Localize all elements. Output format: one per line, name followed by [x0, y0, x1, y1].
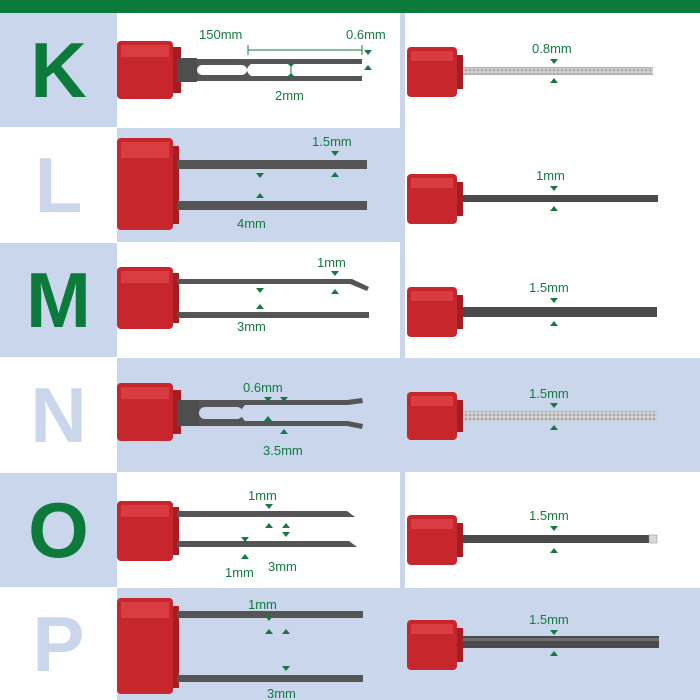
tool-panel-right: 1.5mm [405, 473, 700, 587]
dimension-label: 1.5mm [529, 386, 569, 401]
metal-prong [177, 541, 357, 547]
row-n: N 0.6mm 3.5mm [0, 358, 700, 472]
dimension-label: 3mm [237, 319, 266, 334]
tool-illustration: 1.5mm [407, 280, 657, 337]
tool-illustration: 150mm 0.6mm 2mm [117, 27, 386, 103]
tool-illustration: 1mm 3mm [117, 255, 369, 334]
dimension-label: 1mm [248, 597, 277, 612]
tool-illustration: 0.8mm [407, 41, 653, 97]
tool-panel-right: 0.8mm [405, 13, 700, 127]
tool-illustration: 1.5mm [407, 508, 658, 565]
row-p: P 1mm 3mm [0, 588, 700, 700]
row-m: M 1mm 3mm [0, 243, 700, 357]
dimension-label: 1mm [225, 565, 254, 580]
model-letter: O [28, 486, 89, 574]
model-letter: M [26, 256, 91, 344]
rod-tip [648, 534, 658, 544]
dimension-label: 4mm [237, 216, 266, 231]
model-letter: L [34, 141, 83, 229]
tool-panel-left: 150mm 0.6mm 2mm [117, 13, 400, 127]
tool-illustration: 1mm [407, 168, 658, 224]
letter-cell-p: P [0, 588, 117, 700]
dimension-label: 1.5mm [312, 134, 352, 149]
tool-panel-right: 1.5mm [405, 358, 700, 472]
square-rod-shaft [463, 195, 658, 202]
letter-cell-n: N [0, 358, 117, 472]
tool-illustration: 1mm 1mm 3mm [117, 488, 357, 580]
metal-shaft [177, 58, 197, 82]
dimension-label: 3.5mm [263, 443, 303, 458]
diamond-file-shaft [463, 411, 657, 421]
model-letter: K [30, 26, 87, 114]
dimension-label: 3mm [268, 559, 297, 574]
tool-illustration: 1mm 3mm [117, 597, 363, 700]
tool-panel-right: 1.5mm [405, 588, 700, 700]
tool-illustration: 1.5mm [407, 612, 659, 670]
tool-panel-right: 1mm [405, 128, 700, 242]
dimension-label: 0.6mm [346, 27, 386, 42]
top-brand-bar [0, 0, 700, 13]
metal-prong [177, 160, 367, 169]
dimension-label: 1mm [248, 488, 277, 503]
letter-cell-m: M [0, 243, 117, 357]
tool-panel-left: 1mm 1mm 3mm [117, 473, 400, 587]
metal-prong [177, 511, 355, 517]
dimension-label: 1.5mm [529, 612, 569, 627]
metal-shaft [177, 400, 199, 426]
red-handle [117, 138, 173, 230]
tool-panel-left: 1mm 3mm [117, 243, 400, 357]
dimension-label: 0.8mm [532, 41, 572, 56]
dimension-label: 0.6mm [243, 380, 283, 395]
square-rod-shaft [463, 535, 649, 543]
row-o: O 1mm 1mm 3mm [0, 473, 700, 587]
red-handle [117, 598, 173, 694]
tool-illustration: 1.5mm [407, 386, 657, 440]
dimension-label: 150mm [199, 27, 242, 42]
model-letter: P [32, 600, 85, 688]
metal-prong [177, 611, 363, 618]
dimension-label: 1mm [317, 255, 346, 270]
model-letter: N [30, 371, 87, 459]
metal-prong [177, 675, 363, 682]
letter-cell-o: O [0, 473, 117, 587]
product-grid: K 15 [0, 13, 700, 700]
column-divider [400, 13, 405, 700]
dimension-label: 2mm [275, 88, 304, 103]
tool-panel-right: 1.5mm [405, 243, 700, 357]
letter-cell-k: K [0, 13, 117, 127]
dimension-label: 1mm [536, 168, 565, 183]
metal-prong [177, 201, 367, 210]
dimension-label: 1.5mm [529, 508, 569, 523]
row-l: L 1.5mm 4mm [0, 128, 700, 242]
flat-rod-shaft [463, 636, 659, 648]
tool-illustration: 0.6mm 3.5mm [117, 380, 363, 458]
metal-prong [177, 279, 369, 291]
dimension-label: 1.5mm [529, 280, 569, 295]
tool-panel-left: 0.6mm 3.5mm [117, 358, 400, 472]
row-k: K 15 [0, 13, 700, 127]
square-rod-shaft [463, 307, 657, 317]
tool-illustration: 1.5mm 4mm [117, 134, 367, 231]
tool-panel-left: 1.5mm 4mm [117, 128, 400, 242]
metal-prong [177, 312, 369, 318]
letter-cell-l: L [0, 128, 117, 242]
tool-panel-left: 1mm 3mm [117, 588, 400, 700]
dimension-label: 3mm [267, 686, 296, 700]
